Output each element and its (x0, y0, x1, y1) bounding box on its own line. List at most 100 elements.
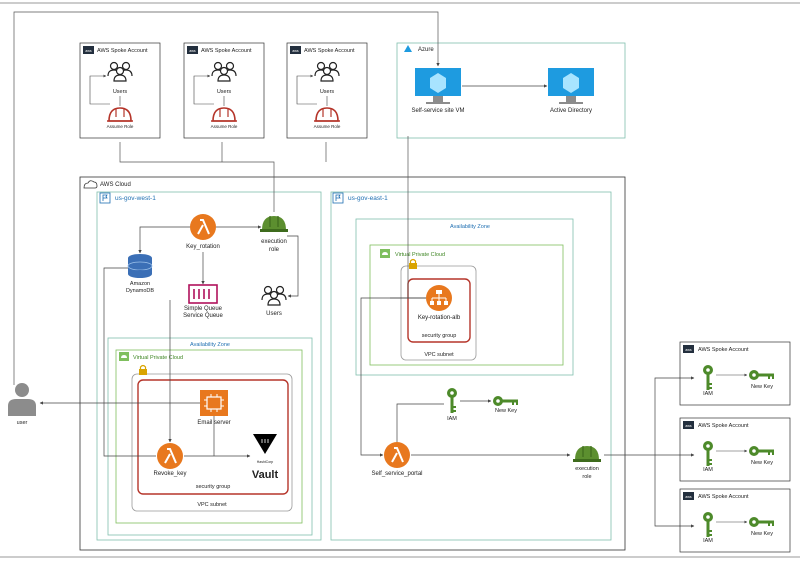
iam-label: IAM (703, 391, 713, 397)
revoke-key-lambda-icon (156, 442, 184, 470)
assume-role-icon (106, 107, 134, 122)
aws-cloud-box: AWS Cloud (79, 176, 626, 551)
new-key-icon (749, 370, 774, 380)
azure-logo-icon (404, 45, 412, 52)
west-subnet-label: VPC subnet (197, 502, 227, 508)
email-server-icon (200, 390, 228, 416)
region-east-flag-icon (332, 192, 344, 204)
alb-label: Key-rotation-alb (418, 315, 461, 321)
users-icon (314, 61, 340, 82)
self-service-portal-lambda-icon (383, 441, 411, 469)
vault-label: Vault (252, 469, 279, 481)
region-east-box: us-gov-east-1 (330, 191, 612, 541)
east-security-group: security group (407, 278, 471, 343)
east-vpc-icon (380, 249, 390, 258)
aws-cloud-icon (83, 180, 98, 189)
key-rotation-label: Key_rotation (186, 244, 220, 250)
alb-icon (426, 285, 452, 311)
spoke-account-title: AWS Spoke Account (201, 48, 252, 54)
azure-vm-icon (415, 68, 461, 104)
users-icon (107, 61, 133, 82)
new-key-icon (749, 446, 774, 456)
aws-badge-icon (683, 492, 694, 500)
region-west-title: us-gov-west-1 (115, 195, 156, 202)
west-vpc-icon (119, 352, 129, 361)
east-execution-role-label-1: execution (575, 466, 599, 472)
user-icon (8, 383, 36, 416)
region-west-box: us-gov-west-1 (96, 191, 322, 541)
vault-hashicorp-label: HashiCorp (257, 460, 274, 464)
dynamodb-label-2: DynamoDB (126, 288, 154, 294)
east-execution-role-label-2: role (582, 474, 591, 480)
assume-role-icon (210, 107, 238, 122)
west-execution-role-icon (259, 215, 289, 233)
aws-badge-icon (683, 345, 694, 353)
west-vpc-label: Virtual Private Cloud (133, 355, 183, 361)
user-label: user (17, 420, 28, 426)
west-lock-icon (138, 364, 148, 376)
sqs-label-2: Service Queue (183, 313, 223, 319)
region-west-flag-icon (99, 192, 111, 204)
west-sg-label: security group (196, 484, 231, 490)
aws-badge-icon (83, 46, 94, 54)
east-lock-icon (408, 258, 418, 270)
sqs-icon (188, 284, 218, 304)
self-service-portal-label: Self_service_portal (371, 471, 422, 477)
new-key-label: New Key (751, 531, 773, 537)
east-subnet-label: VPC subnet (424, 352, 454, 358)
dynamodb-label-1: Amazon (130, 281, 150, 287)
west-execution-role-label-2: role (269, 247, 280, 253)
assume-role-label: Assume Role (314, 124, 341, 129)
region-east-title: us-gov-east-1 (348, 195, 388, 202)
spoke-account-title: AWS Spoke Account (304, 48, 355, 54)
azure-box: Azure Self-service site VM Active Direct… (396, 42, 626, 139)
users-label: Users (113, 89, 128, 95)
active-directory-icon (548, 68, 594, 104)
assume-role-icon (313, 107, 341, 122)
east-new-key-icon (493, 396, 518, 406)
spoke-account-title: AWS Spoke Account (698, 423, 749, 429)
iam-key-icon (703, 365, 713, 390)
east-execution-role-icon (572, 445, 602, 463)
iam-key-icon (703, 441, 713, 466)
spoke-account-title: AWS Spoke Account (97, 48, 148, 54)
east-iam-label: IAM (447, 416, 457, 422)
azure-vm-label: Self-service site VM (411, 108, 464, 114)
new-key-label: New Key (751, 384, 773, 390)
aws-badge-icon (187, 46, 198, 54)
east-vpc-label: Virtual Private Cloud (395, 252, 445, 258)
east-subnet: VPC subnet (400, 265, 477, 361)
aws-badge-icon (683, 421, 694, 429)
new-key-label: New Key (751, 460, 773, 466)
west-users-icon (261, 285, 287, 306)
west-az-label: Availability Zone (190, 342, 230, 348)
key-rotation-lambda-icon (189, 213, 217, 241)
east-new-key-label: New Key (495, 408, 517, 414)
sqs-label-1: Simple Queue (184, 306, 223, 312)
iam-label: IAM (703, 538, 713, 544)
iam-key-icon (703, 512, 713, 537)
east-sg-label: security group (422, 333, 457, 339)
new-key-icon (749, 517, 774, 527)
active-directory-label: Active Directory (550, 108, 592, 114)
aws-cloud-title: AWS Cloud (100, 182, 131, 188)
iam-label: IAM (703, 467, 713, 473)
east-vpc: Virtual Private Cloud (369, 244, 564, 366)
users-icon (211, 61, 237, 82)
users-label: Users (217, 89, 232, 95)
east-az-label: Availability Zone (450, 224, 490, 230)
spoke-account-title: AWS Spoke Account (698, 494, 749, 500)
vault-icon (253, 434, 277, 454)
assume-role-label: Assume Role (211, 124, 238, 129)
west-security-group: security group (137, 379, 289, 495)
users-label: Users (320, 89, 335, 95)
spoke-account-title: AWS Spoke Account (698, 347, 749, 353)
revoke-key-label: Revoke_key (153, 471, 186, 477)
west-users-label: Users (266, 311, 282, 317)
